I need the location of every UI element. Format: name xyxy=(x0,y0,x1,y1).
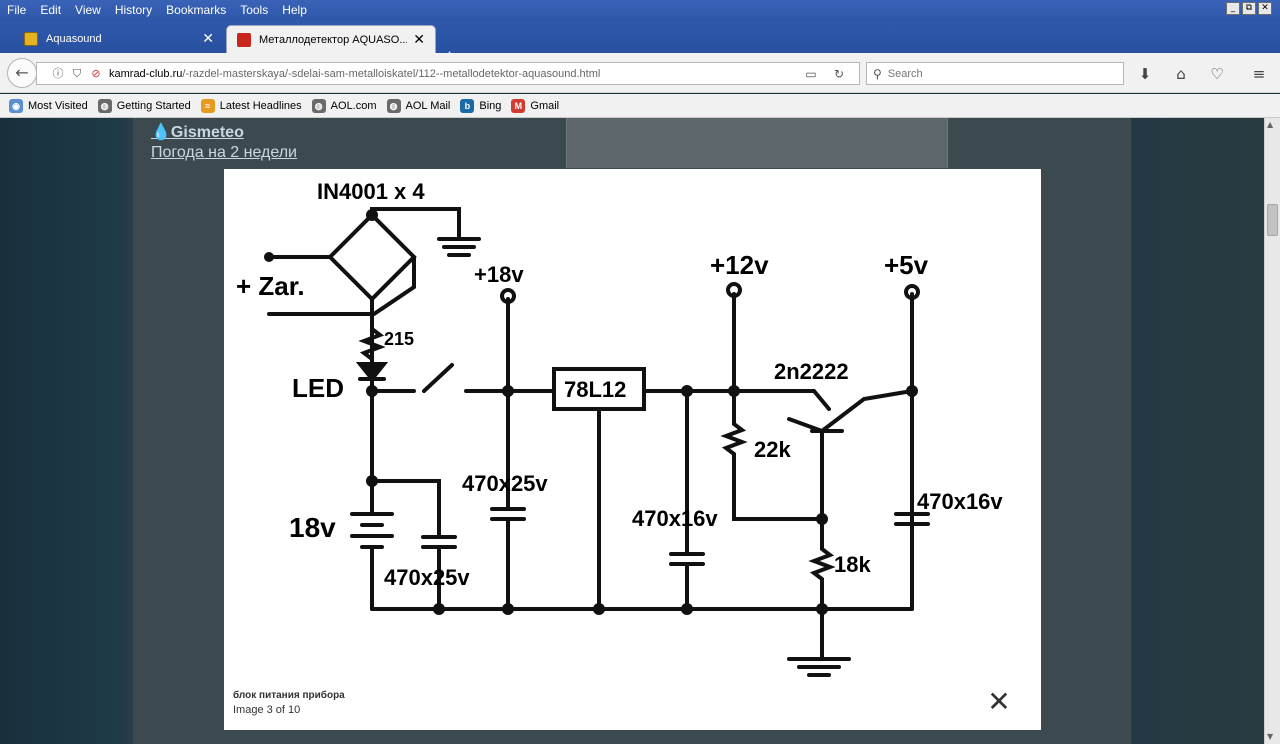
search-input[interactable] xyxy=(887,67,1108,80)
close-tab-icon[interactable]: ✕ xyxy=(202,31,214,47)
bookmark-label: Gmail xyxy=(530,99,560,112)
globe-icon: ◍ xyxy=(386,98,401,113)
tab-metal-detector[interactable]: Металлодетектор AQUASO... ✕ xyxy=(226,25,436,53)
restore-button[interactable]: ⧉ xyxy=(1242,2,1256,15)
menu-view[interactable]: View xyxy=(75,3,101,17)
label-12v: +12v xyxy=(710,250,769,280)
tab-title: Металлодетектор AQUASO... xyxy=(259,33,408,46)
tab-title: Aquasound xyxy=(46,33,102,45)
bookmark-label: AOL.com xyxy=(330,99,377,112)
weather-link[interactable]: 💧Gismeteo xyxy=(151,124,244,141)
reload-icon[interactable]: ↻ xyxy=(833,66,845,81)
label-resistor-215: 215 xyxy=(384,329,414,349)
url-path: /-razdel-masterskaya/-sdelai-sam-metallo… xyxy=(182,67,601,80)
gmail-icon: M xyxy=(511,98,526,113)
label-regulator: 78L12 xyxy=(564,377,626,402)
page-scrollbar[interactable]: ▲ ▼ xyxy=(1264,118,1280,744)
label-transistor: 2n2222 xyxy=(774,359,849,384)
close-lightbox-button[interactable]: ✕ xyxy=(987,685,1011,718)
label-cap3: 470x16v xyxy=(632,506,718,531)
label-led: LED xyxy=(292,373,344,403)
image-counter: Image 3 of 10 xyxy=(233,704,301,716)
navigation-bar: ← ⓘ ⛉ ⊘ kamrad-club.ru/-razdel-masterska… xyxy=(0,53,1280,93)
shield-icon[interactable]: ⛉ xyxy=(72,66,82,80)
weather-forecast-link[interactable]: Погода на 2 недели xyxy=(151,144,297,161)
image-caption: блок питания прибора xyxy=(233,690,345,701)
info-icon[interactable]: ⓘ xyxy=(52,66,64,80)
menu-file[interactable]: File xyxy=(7,3,27,17)
bookmark-label: Most Visited xyxy=(28,99,88,112)
background-image-thumbnail xyxy=(566,118,948,168)
label-18v: +18v xyxy=(474,262,524,287)
close-tab-icon[interactable]: ✕ xyxy=(413,31,425,48)
bookmark-getting-started[interactable]: ◍ Getting Started xyxy=(97,98,191,113)
close-window-button[interactable]: ✕ xyxy=(1258,2,1272,15)
label-5v: +5v xyxy=(884,250,929,280)
label-zar: + Zar. xyxy=(236,271,305,301)
bookmark-aolcom[interactable]: ◍ AOL.com xyxy=(311,98,377,113)
most-visited-icon: ◉ xyxy=(9,98,23,113)
tab-aquasound[interactable]: Aquasound ✕ xyxy=(14,25,224,53)
reader-view-icon[interactable]: ▭ xyxy=(805,66,817,81)
label-cap2: 470x25v xyxy=(462,471,548,496)
scroll-up-arrow-icon[interactable]: ▲ xyxy=(1267,120,1274,129)
tab-strip: Aquasound ✕ Металлодетектор AQUASO... ✕ … xyxy=(0,21,1280,67)
menu-help[interactable]: Help xyxy=(282,3,307,17)
bookmark-label: Latest Headlines xyxy=(219,99,302,112)
schematic-image: IN4001 x 4 + Zar. 215 LED +18v +12v +5v … xyxy=(236,179,1003,677)
search-icon: ⚲ xyxy=(873,66,882,81)
menu-tools[interactable]: Tools xyxy=(240,3,269,17)
window-controls: _ ⧉ ✕ xyxy=(1226,2,1272,15)
blocked-content-icon[interactable]: ⊘ xyxy=(91,66,101,80)
bookmark-latest-headlines[interactable]: ≈ Latest Headlines xyxy=(200,98,302,113)
weather-widget: 💧Gismeteo Погода на 2 недели xyxy=(151,122,297,162)
menu-edit[interactable]: Edit xyxy=(40,3,62,17)
url-text[interactable]: kamrad-club.ru/-razdel-masterskaya/-sdel… xyxy=(109,68,803,80)
search-bar[interactable]: ⚲ xyxy=(866,62,1124,85)
url-bar[interactable]: ⓘ ⛉ ⊘ kamrad-club.ru/-razdel-masterskaya… xyxy=(36,62,860,85)
bookmark-gmail[interactable]: M Gmail xyxy=(511,98,560,113)
bookmark-label: AOL Mail xyxy=(405,99,451,112)
label-18k: 18k xyxy=(834,552,871,577)
bookmarks-bar: ◉ Most Visited ◍ Getting Started ≈ Latest Hea… xyxy=(0,94,1280,118)
aquasound-favicon-icon xyxy=(24,32,38,46)
label-22k: 22k xyxy=(754,437,791,462)
bookmark-label: Getting Started xyxy=(116,99,191,112)
label-battery: 18v xyxy=(289,512,336,543)
menu-bookmarks[interactable]: Bookmarks xyxy=(166,3,227,17)
label-cap1: 470x25v xyxy=(384,565,470,590)
menu-history[interactable]: History xyxy=(114,3,153,17)
bookmark-aol-mail[interactable]: ◍ AOL Mail xyxy=(386,98,451,113)
bookmark-bing[interactable]: b Bing xyxy=(460,98,502,113)
downloads-icon[interactable]: ⬇ xyxy=(1138,65,1152,83)
url-host: kamrad-club.ru xyxy=(109,67,183,80)
scroll-thumb[interactable] xyxy=(1267,204,1278,236)
site-favicon-icon xyxy=(237,32,251,47)
globe-icon: ◍ xyxy=(311,98,326,113)
minimize-button[interactable]: _ xyxy=(1226,2,1240,15)
bing-icon: b xyxy=(460,98,475,113)
rss-icon: ≈ xyxy=(200,98,215,113)
bookmark-most-visited[interactable]: ◉ Most Visited xyxy=(9,98,88,113)
home-icon[interactable]: ⌂ xyxy=(1176,65,1186,83)
hamburger-menu-icon[interactable]: ≡ xyxy=(1252,65,1266,83)
scroll-down-arrow-icon[interactable]: ▼ xyxy=(1267,732,1274,741)
page-content: 💧Gismeteo Погода на 2 недели xyxy=(0,118,1264,744)
menu-bar: File Edit View History Bookmarks Tools H… xyxy=(0,0,1280,21)
label-cap4: 470x16v xyxy=(917,489,1003,514)
bookmark-label: Bing xyxy=(479,99,502,112)
weather-title: Gismeteo xyxy=(170,124,244,141)
globe-icon: ◍ xyxy=(97,98,112,113)
label-diodes: IN4001 x 4 xyxy=(317,179,425,204)
lightbox: IN4001 x 4 + Zar. 215 LED +18v +12v +5v … xyxy=(224,169,1041,730)
pocket-icon[interactable]: ♡ xyxy=(1210,65,1224,83)
back-button[interactable]: ← xyxy=(7,58,37,88)
